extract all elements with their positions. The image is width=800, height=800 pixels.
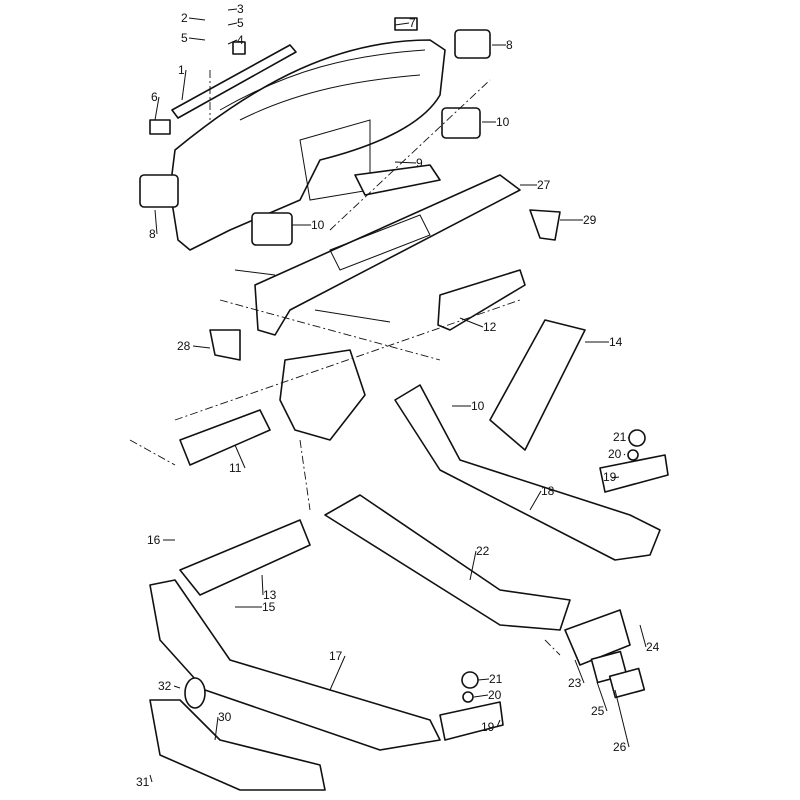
- vent-10-left: [251, 212, 293, 246]
- callout-number-21: 21: [613, 430, 627, 444]
- callout-number-11: 11: [229, 461, 242, 475]
- callout-leader-line: [627, 436, 630, 439]
- callout-leader-line: [188, 17, 206, 21]
- floor-duct-18: [394, 384, 661, 561]
- callout-leader-line: [227, 22, 238, 26]
- callout-leader-line: [234, 444, 246, 469]
- callout-number-19: 19: [481, 720, 495, 734]
- callout-leader-line: [394, 22, 410, 26]
- crossmember: [254, 174, 521, 336]
- callout-number-29: 29: [583, 213, 597, 227]
- side-vent-left: [139, 174, 179, 208]
- callout-number-4: 4: [237, 33, 244, 47]
- center-vent: [354, 164, 441, 196]
- callout-leader-line: [473, 694, 489, 698]
- callout-leader-line: [188, 37, 206, 41]
- callout-leader-line: [477, 678, 490, 681]
- callout-leader-line: [469, 550, 477, 581]
- callout-number-26: 26: [613, 740, 627, 754]
- callout-number-16: 16: [147, 533, 161, 547]
- callout-number-8: 8: [506, 38, 513, 52]
- center-vent-23: [564, 609, 631, 666]
- duct-12: [437, 269, 526, 331]
- callout-leader-line: [574, 659, 585, 684]
- side-vent-right: [454, 29, 491, 59]
- callout-number-3: 3: [237, 2, 244, 16]
- duct-11: [179, 409, 271, 466]
- callout-number-5: 5: [237, 16, 244, 30]
- callout-leader-line: [214, 716, 219, 741]
- callout-leader-line: [639, 624, 647, 648]
- callout-leader-line: [261, 574, 264, 596]
- callout-number-20: 20: [608, 447, 622, 461]
- defroster-grille: [171, 44, 297, 119]
- callout-number-19: 19: [603, 470, 617, 484]
- callout-leader-line: [394, 161, 417, 164]
- vent-10-upper: [441, 107, 481, 139]
- floor-duct-17: [149, 579, 441, 751]
- duct-14: [489, 319, 586, 451]
- callout-number-31: 31: [136, 775, 150, 789]
- callout-leader-line: [227, 8, 238, 11]
- callout-number-9: 9: [416, 156, 423, 170]
- callout-number-32: 32: [158, 679, 172, 693]
- callout-number-13: 13: [263, 588, 277, 602]
- callout-leader-line: [459, 317, 484, 328]
- callout-number-7: 7: [409, 16, 416, 30]
- callout-number-22: 22: [476, 544, 490, 558]
- callout-number-23: 23: [568, 676, 582, 690]
- callout-leader-line: [614, 689, 630, 748]
- callout-number-10: 10: [311, 218, 325, 232]
- callout-leader-line: [623, 453, 626, 456]
- callout-number-10: 10: [496, 115, 510, 129]
- duct-30: [149, 699, 326, 791]
- callout-leader-line: [227, 39, 238, 45]
- callout-number-5: 5: [181, 31, 188, 45]
- heater-box: [279, 349, 366, 441]
- callout-number-10: 10: [471, 399, 485, 413]
- callout-leader-line: [181, 69, 187, 101]
- callout-leader-line: [596, 681, 608, 712]
- callout-number-12: 12: [483, 320, 497, 334]
- callout-number-25: 25: [591, 704, 605, 718]
- callout-number-15: 15: [262, 600, 276, 614]
- callout-leader-line: [173, 685, 181, 689]
- callout-leader-line: [149, 774, 153, 783]
- callout-number-17: 17: [329, 649, 343, 663]
- duct-13: [179, 519, 311, 596]
- callout-number-24: 24: [646, 640, 660, 654]
- callout-leader-line: [496, 719, 501, 728]
- rear-vent-19-lower: [439, 701, 504, 741]
- callout-number-30: 30: [218, 710, 232, 724]
- callout-leader-line: [192, 345, 211, 349]
- callout-number-18: 18: [541, 484, 555, 498]
- callout-leader-line: [529, 490, 542, 511]
- callout-number-1: 1: [178, 63, 185, 77]
- rear-vent-19-upper: [599, 454, 669, 493]
- callout-number-14: 14: [609, 335, 623, 349]
- callout-leader-line: [154, 96, 160, 121]
- callout-number-8: 8: [149, 227, 156, 241]
- duct-22: [324, 494, 571, 631]
- callout-number-20: 20: [488, 688, 502, 702]
- callout-number-6: 6: [151, 90, 158, 104]
- callout-number-27: 27: [537, 178, 551, 192]
- callout-number-28: 28: [177, 339, 191, 353]
- callout-leader-line: [329, 655, 346, 691]
- callout-number-2: 2: [181, 11, 188, 25]
- callout-number-21: 21: [489, 672, 503, 686]
- callout-leader-line: [154, 209, 158, 235]
- callout-leader-line: [611, 476, 620, 479]
